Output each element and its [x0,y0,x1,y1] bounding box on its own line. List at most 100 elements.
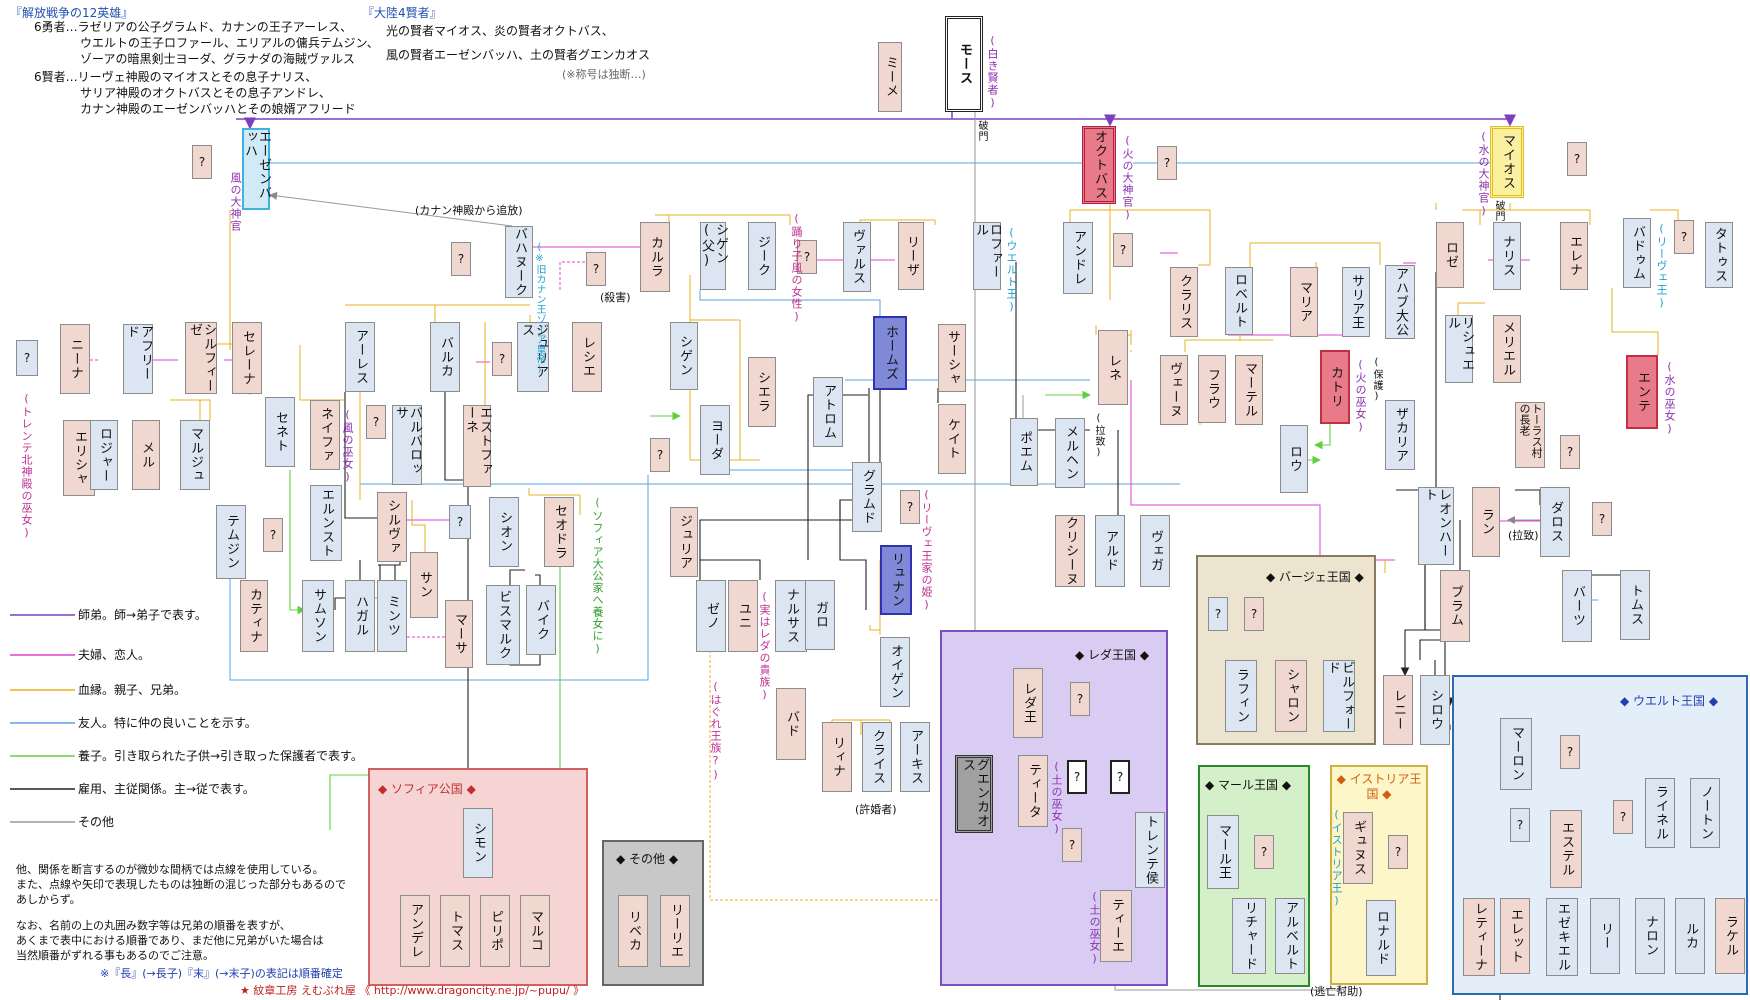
node-rofar[interactable]: ロファール [973,222,1002,290]
node-karla[interactable]: カルラ [640,222,670,292]
node-shigen-father[interactable]: シゲン(父) [699,222,728,290]
node-unknown-6[interactable]: ? [1674,220,1694,254]
node-afrid[interactable]: アフリード [123,324,153,394]
node-unknown-2[interactable]: ? [1157,146,1177,180]
node-unknown-10[interactable]: ? [492,342,512,376]
node-robert[interactable]: ロベルト [1225,267,1253,335]
node-oktobas[interactable]: オクトバス [1082,126,1116,204]
node-moses[interactable]: モース [945,16,983,112]
node-unknown-25[interactable]: ? [1388,835,1408,869]
node-maria[interactable]: マリア [1290,267,1318,337]
node-riveka[interactable]: リベカ [618,895,648,967]
node-vena[interactable]: ヴェーヌ [1160,355,1188,425]
node-oigen[interactable]: オイゲン [880,637,910,707]
node-rakel[interactable]: ラケル [1715,898,1745,974]
node-elder[interactable]: トーラス村の長老 [1515,402,1545,468]
node-tita[interactable]: ティータ [1018,755,1048,827]
node-katri[interactable]: カトリ [1320,350,1350,424]
node-bahanuk[interactable]: バハヌーク [505,226,533,298]
node-atom[interactable]: アトロム [813,377,843,447]
node-homs[interactable]: ホームズ [873,316,907,390]
node-marju[interactable]: マルジュ [180,420,210,490]
node-daros[interactable]: ダロス [1540,487,1570,557]
node-poem[interactable]: ポエム [1010,418,1038,486]
node-unknown-11[interactable]: ? [366,405,386,439]
node-unknown-13[interactable]: ? [900,490,920,524]
node-baiku[interactable]: バイク [526,585,556,655]
node-unknown-19[interactable]: ? [1067,760,1087,794]
node-bilford[interactable]: ビルフォード [1323,660,1355,732]
node-unknown-26[interactable]: ? [1560,735,1580,769]
node-ald[interactable]: アルド [1095,515,1125,587]
node-gyusu[interactable]: ギュヌス [1343,812,1373,884]
node-shion[interactable]: シオン [489,497,519,567]
node-rishuel[interactable]: リシュエル [1445,315,1474,383]
node-unknown-7[interactable]: ? [451,242,471,276]
node-nina[interactable]: ニーナ [60,324,90,394]
node-julia[interactable]: ジュリア [670,507,698,577]
node-merhen[interactable]: メルヘン [1055,418,1085,488]
node-bad[interactable]: バド [776,688,806,760]
node-eret[interactable]: エレット [1500,898,1530,974]
node-maaru-king[interactable]: マール王 [1207,815,1239,889]
node-temjin[interactable]: テムジン [216,505,246,579]
node-shimon[interactable]: シモン [463,808,493,878]
node-estel[interactable]: エステル [1550,810,1582,888]
node-meriel[interactable]: メリエル [1493,315,1521,383]
node-ruka[interactable]: ルカ [1675,898,1705,974]
node-rii[interactable]: リー [1590,898,1620,974]
node-roger[interactable]: ロジャー [90,420,118,490]
node-mel[interactable]: メル [132,420,160,490]
node-unknown-24[interactable]: ? [1254,835,1274,869]
node-ernst[interactable]: エルンスト [310,485,342,561]
node-unknown-14[interactable]: ? [1560,435,1580,469]
node-baruka[interactable]: バルカ [430,322,460,392]
node-frau[interactable]: フラウ [1198,355,1226,423]
node-reshie[interactable]: レシエ [572,322,602,392]
node-richard[interactable]: リチャード [1232,898,1266,974]
node-unknown-4[interactable]: ? [797,240,817,274]
node-yuni[interactable]: ユニ [728,580,758,652]
node-elena[interactable]: エレナ [1560,222,1588,290]
node-ares[interactable]: アーレス [345,322,375,392]
node-guenkaos[interactable]: グエンカオス [955,755,993,833]
credit-link[interactable]: ★ 紋章工房 えむぶれ屋 《 http://www.dragoncity.ne.… [240,984,585,997]
node-sylfize[interactable]: シルフィーゼ [185,322,217,394]
node-unknown-22[interactable]: ? [1208,597,1228,631]
node-ente[interactable]: エンテ [1626,355,1658,429]
node-ririe[interactable]: リーリエ [660,895,690,967]
node-varus[interactable]: ヴァルス [843,222,871,292]
node-unknown-15[interactable]: ? [263,518,283,552]
node-kraisu[interactable]: クライス [862,722,892,792]
node-mime[interactable]: ミーメ [878,42,902,112]
node-unknown-9[interactable]: ? [16,340,38,376]
node-keith[interactable]: ケイト [938,404,966,474]
node-bismark[interactable]: ビスマルク [486,585,520,665]
node-sasha[interactable]: サーシャ [938,324,966,392]
node-gramd[interactable]: グラムド [852,462,882,532]
node-norton[interactable]: ノートン [1690,778,1720,848]
node-mintsu[interactable]: ミンツ [377,580,407,652]
node-julius[interactable]: ジュリアス [517,322,549,392]
node-ran[interactable]: ラン [1472,487,1500,557]
node-katina[interactable]: カティナ [240,580,268,652]
node-runan[interactable]: リュナン [880,545,912,615]
node-naron[interactable]: ナロン [1635,898,1665,974]
node-garo[interactable]: ガロ [805,580,835,650]
node-shigen[interactable]: シゲン [670,322,698,390]
node-samson[interactable]: サムソン [302,580,334,652]
node-shirow[interactable]: シロウ [1420,675,1450,745]
node-leonhart[interactable]: レオンハート [1418,487,1454,565]
node-retina[interactable]: レティーナ [1463,898,1495,976]
node-unknown-5[interactable]: ? [1113,233,1133,267]
node-unknown-20[interactable]: ? [1110,760,1130,794]
node-albert[interactable]: アルベルト [1275,898,1305,974]
node-marco[interactable]: マルコ [520,895,550,967]
node-rainel[interactable]: ライネル [1645,778,1675,848]
node-ezekiel[interactable]: エゼキエル [1546,898,1578,976]
node-barbarossa[interactable]: バルバロッサ [392,405,422,485]
node-raffin[interactable]: ラフィン [1225,660,1257,732]
node-andore[interactable]: アンドレ [1063,222,1093,294]
node-unknown-8[interactable]: ? [586,252,606,286]
node-masa[interactable]: マーサ [445,600,473,668]
